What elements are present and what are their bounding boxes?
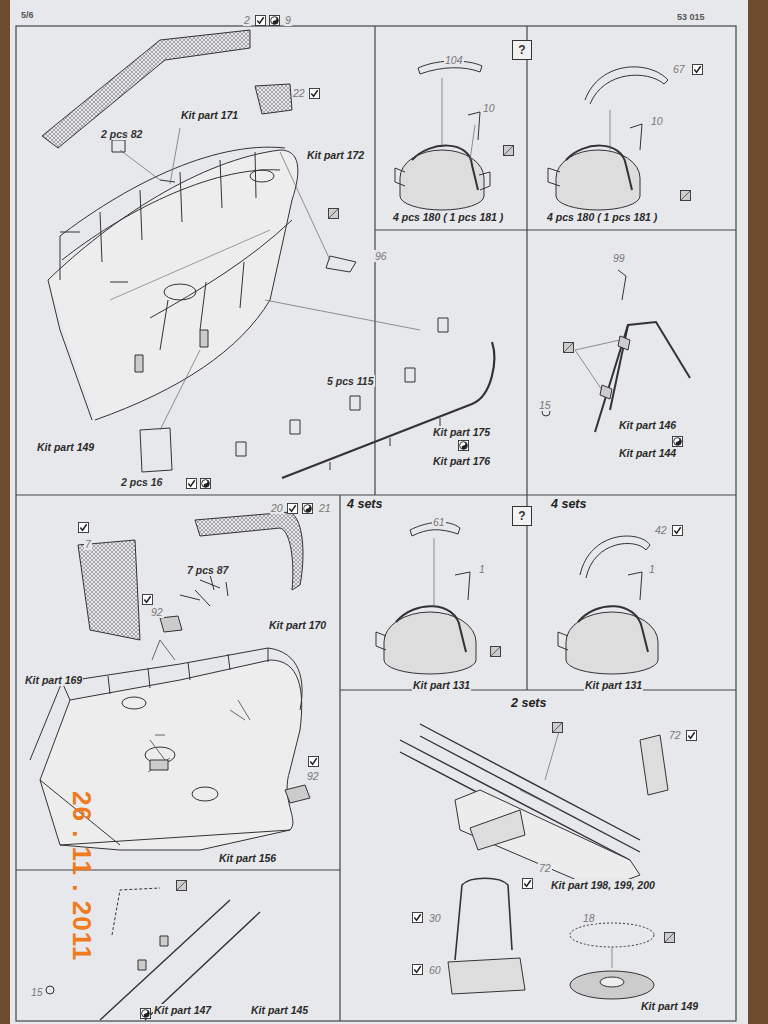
query-box: ? [512, 506, 532, 526]
kit-part-label: Kit part 198, 199, 200 [550, 879, 656, 891]
callout-number: 20 [270, 502, 284, 514]
callout-number: 60 [428, 964, 442, 976]
callout-number: 99 [612, 252, 626, 264]
set-heading: 4 sets [550, 497, 587, 511]
callout-number: 61 [432, 516, 446, 528]
kit-part-label: Kit part 131 [412, 679, 471, 691]
quantity-label: 7 pcs 87 [186, 564, 229, 576]
query-mark: ? [518, 43, 525, 57]
callout-number: 104 [444, 54, 464, 66]
kit-part-label: Kit part 144 [618, 447, 677, 459]
kit-part-label: Kit part 170 [268, 619, 327, 631]
quantity-label: 5 pcs 115 [326, 375, 375, 387]
kit-part-label: Kit part 149 [36, 441, 95, 453]
date-stamp: 26 . 11 . 2011 [66, 790, 96, 962]
callout-number: 10 [482, 102, 496, 114]
kit-part-label: Kit part 175 [432, 426, 491, 438]
callout-number: 18 [582, 912, 596, 924]
sheet-number: 53 015 [676, 12, 706, 22]
kit-part-label: 4 pcs 180 ( 1 pcs 181 ) [546, 211, 658, 223]
sheet-number: 5/6 [20, 10, 35, 20]
callout-number: 1 [648, 563, 656, 575]
set-heading: 4 sets [346, 497, 383, 511]
quantity-label: 2 pcs 16 [120, 476, 163, 488]
callout-number: 22 [292, 87, 306, 99]
kit-part-label: Kit part 146 [618, 419, 677, 431]
kit-part-label: Kit part 176 [432, 455, 491, 467]
kit-part-label: Kit part 171 [180, 109, 239, 121]
kit-part-label: Kit part 149 [640, 1000, 699, 1012]
kit-part-label: Kit part 169 [24, 674, 83, 686]
callout-number: 42 [654, 524, 668, 536]
quantity-label: 2 pcs 82 [100, 128, 143, 140]
callout-number: 9 [284, 14, 292, 26]
callout-number: 21 [318, 502, 332, 514]
callout-number: 92 [306, 770, 320, 782]
callout-number: 10 [650, 115, 664, 127]
callout-number: 92 [150, 606, 164, 618]
query-mark: ? [518, 509, 525, 523]
callout-number: 15 [538, 399, 552, 411]
callout-number: 30 [428, 912, 442, 924]
callout-number: 1 [478, 563, 486, 575]
kit-part-label: Kit part 145 [250, 1004, 309, 1016]
callout-number: 15 [30, 986, 44, 998]
callout-number: 67 [672, 63, 686, 75]
kit-part-label: Kit part 156 [218, 852, 277, 864]
set-heading: 2 sets [510, 696, 547, 710]
callout-number: 72 [668, 729, 682, 741]
callout-number: 7 [84, 538, 92, 550]
callout-number: 96 [374, 250, 388, 262]
kit-part-label: Kit part 172 [306, 149, 365, 161]
kit-part-label: Kit part 131 [584, 679, 643, 691]
kit-part-label: Kit part 147 [153, 1004, 212, 1016]
kit-part-label: 4 pcs 180 ( 1 pcs 181 ) [392, 211, 504, 223]
query-box: ? [512, 40, 532, 60]
callout-number: 72 [538, 862, 552, 874]
callout-number: 2 [243, 14, 251, 26]
